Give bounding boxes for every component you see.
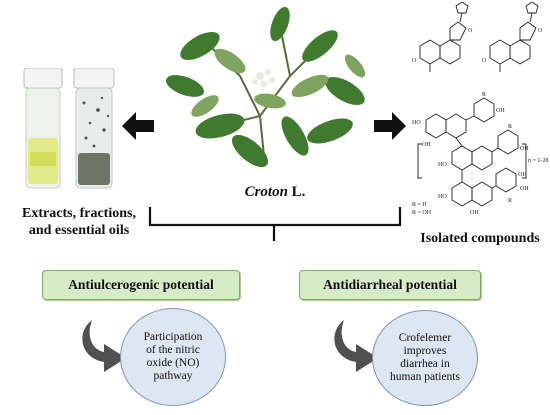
- chem-label-o3: O: [482, 58, 487, 64]
- chem-label-oh2: OH: [422, 142, 431, 148]
- crofelemer-line-1: Crofelemer: [398, 332, 452, 344]
- crofelemer-line-3: diarrhea in: [400, 358, 450, 370]
- antiulcerogenic-box: Antiulcerogenic potential: [42, 270, 240, 300]
- croton-genus: Croton: [244, 184, 288, 200]
- crofelemer-line-4: human patients: [390, 371, 460, 383]
- isolated-compounds-label: Isolated compounds: [420, 231, 540, 246]
- chem-label-o1: O: [412, 58, 417, 64]
- left-arrow-icon: [122, 112, 154, 140]
- chem-label-r1: R: [482, 92, 486, 98]
- antidiarrheal-box: Antidiarrheal potential: [299, 270, 481, 300]
- no-pathway-line-4: pathway: [153, 370, 193, 382]
- extracts-label-line-1: Extracts, fractions,: [22, 206, 136, 221]
- grouping-bracket: [148, 207, 402, 241]
- chem-label-oh3: OH: [520, 146, 529, 152]
- no-pathway-line-1: Participation: [143, 331, 203, 343]
- crofelemer-ellipse: Crofelemer improves diarrhea in human pa…: [372, 310, 478, 406]
- chem-label-oh6: OH: [520, 186, 529, 192]
- croton-author: L.: [287, 184, 306, 200]
- chem-label-ho2: HO: [438, 162, 447, 168]
- chem-label-n-range: n = 1-28: [528, 158, 548, 164]
- chem-label-o2: O: [468, 28, 473, 34]
- chem-label-oh5: OH: [470, 210, 479, 216]
- right-curved-arrow-icon: [334, 320, 378, 372]
- croton-label: Croton L.: [190, 184, 360, 201]
- no-pathway-ellipse: Participation of the nitric oxide (NO) p…: [120, 308, 226, 406]
- antiulcerogenic-title: Antiulcerogenic potential: [68, 277, 214, 292]
- chem-label-r3: R: [508, 198, 512, 204]
- chem-label-o4: O: [538, 28, 543, 34]
- chem-label-ho1: HO: [412, 120, 421, 126]
- croton-plant-image: [165, 6, 366, 168]
- extracts-label: Extracts, fractions, and essential oils: [4, 205, 154, 239]
- chem-label-oh4: OH: [518, 172, 527, 178]
- extracts-label-line-2: and essential oils: [28, 223, 130, 238]
- crofelemer-line-2: improves: [403, 345, 447, 357]
- chem-label-oh1: OH: [496, 108, 505, 114]
- chem-label-r-h: R = H: [412, 202, 427, 208]
- vials-image: [23, 68, 115, 189]
- chemical-structures: O O O O R OH HO OH R OH n = 1-28 HO OH H…: [412, 2, 548, 216]
- right-arrow-icon: [374, 112, 406, 140]
- chem-label-ho3: HO: [438, 194, 447, 200]
- no-pathway-line-3: oxide (NO): [146, 357, 200, 369]
- no-pathway-line-2: of the nitric: [146, 344, 200, 356]
- left-curved-arrow-icon: [82, 320, 126, 372]
- antidiarrheal-title: Antidiarrheal potential: [323, 277, 457, 292]
- chem-label-r2: R: [508, 124, 512, 130]
- chem-label-r-oh: R = OH: [412, 210, 432, 216]
